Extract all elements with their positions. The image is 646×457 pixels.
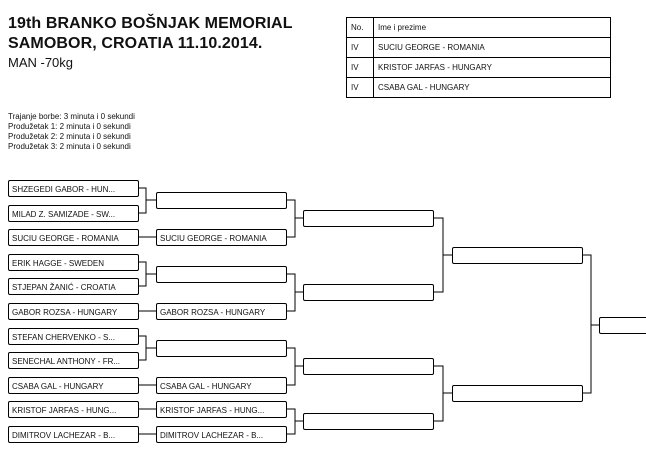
- bracket-slot-round1: SHZEGEDI GABOR - HUN...: [8, 180, 139, 197]
- title-line-1: 19th BRANKO BOŠNJAK MEMORIAL: [8, 15, 293, 32]
- bracket-slot-round2: DIMITROV LACHEZAR - B...: [156, 426, 287, 443]
- results-table: No. Ime i prezime IV SUCIU GEORGE - ROMA…: [346, 17, 611, 98]
- match-duration-info: Trajanje borbe: 3 minuta i 0 sekundi Pro…: [8, 112, 135, 152]
- duration-line: Trajanje borbe: 3 minuta i 0 sekundi: [8, 112, 135, 121]
- bracket-slot-round2: KRISTOF JARFAS - HUNG...: [156, 401, 287, 418]
- bracket-slot-round1: DIMITROV LACHEZAR - B...: [8, 426, 139, 443]
- bracket-slot-semifinal: [452, 247, 583, 264]
- title-line-2: SAMOBOR, CROATIA 11.10.2014.: [8, 35, 263, 52]
- bracket-slot-round3: [303, 210, 434, 227]
- results-row: IV KRISTOF JARFAS - HUNGARY: [346, 57, 611, 78]
- bracket-slot-round1: CSABA GAL - HUNGARY: [8, 377, 139, 394]
- extension-line-3: Produžetak 3: 2 minuta i 0 sekundi: [8, 142, 131, 151]
- bracket-slot-round1: ERIK HAGGE - SWEDEN: [8, 254, 139, 271]
- bracket-slot-round1: SENECHAL ANTHONY - FR...: [8, 352, 139, 369]
- bracket-slot-round1: STJEPAN ŽANIĆ - CROATIA: [8, 278, 139, 295]
- bracket-slot-round1: SUCIU GEORGE - ROMANIA: [8, 229, 139, 246]
- bracket-slot-round1: STEFAN CHERVENKO - S...: [8, 328, 139, 345]
- extension-line-1: Produžetak 1: 2 minuta i 0 sekundi: [8, 122, 131, 131]
- bracket-slot-round2: GABOR ROZSA - HUNGARY: [156, 303, 287, 320]
- bracket-slot-round2: [156, 266, 287, 283]
- bracket-slot-round2: [156, 340, 287, 357]
- bracket-slot-round1: GABOR ROZSA - HUNGARY: [8, 303, 139, 320]
- results-row: IV CSABA GAL - HUNGARY: [346, 77, 611, 98]
- bracket-slot-final: [599, 317, 646, 334]
- bracket-slot-round2: SUCIU GEORGE - ROMANIA: [156, 229, 287, 246]
- tournament-title: 19th BRANKO BOŠNJAK MEMORIAL SAMOBOR, CR…: [8, 14, 293, 54]
- extension-line-2: Produžetak 2: 2 minuta i 0 sekundi: [8, 132, 131, 141]
- bracket-slot-semifinal: [452, 385, 583, 402]
- bracket-slot-round2: CSABA GAL - HUNGARY: [156, 377, 287, 394]
- weight-category: MAN -70kg: [8, 55, 74, 70]
- bracket-slot-round3: [303, 358, 434, 375]
- bracket-slot-round2: [156, 192, 287, 209]
- bracket-slot-round3: [303, 413, 434, 430]
- results-name: CSABA GAL - HUNGARY: [373, 77, 611, 98]
- bracket-slot-round1: KRISTOF JARFAS - HUNG...: [8, 401, 139, 418]
- bracket-slot-round3: [303, 284, 434, 301]
- bracket-slot-round1: MILAD Z. SAMIZADE - SW...: [8, 205, 139, 222]
- results-header-row: No. Ime i prezime: [346, 17, 611, 38]
